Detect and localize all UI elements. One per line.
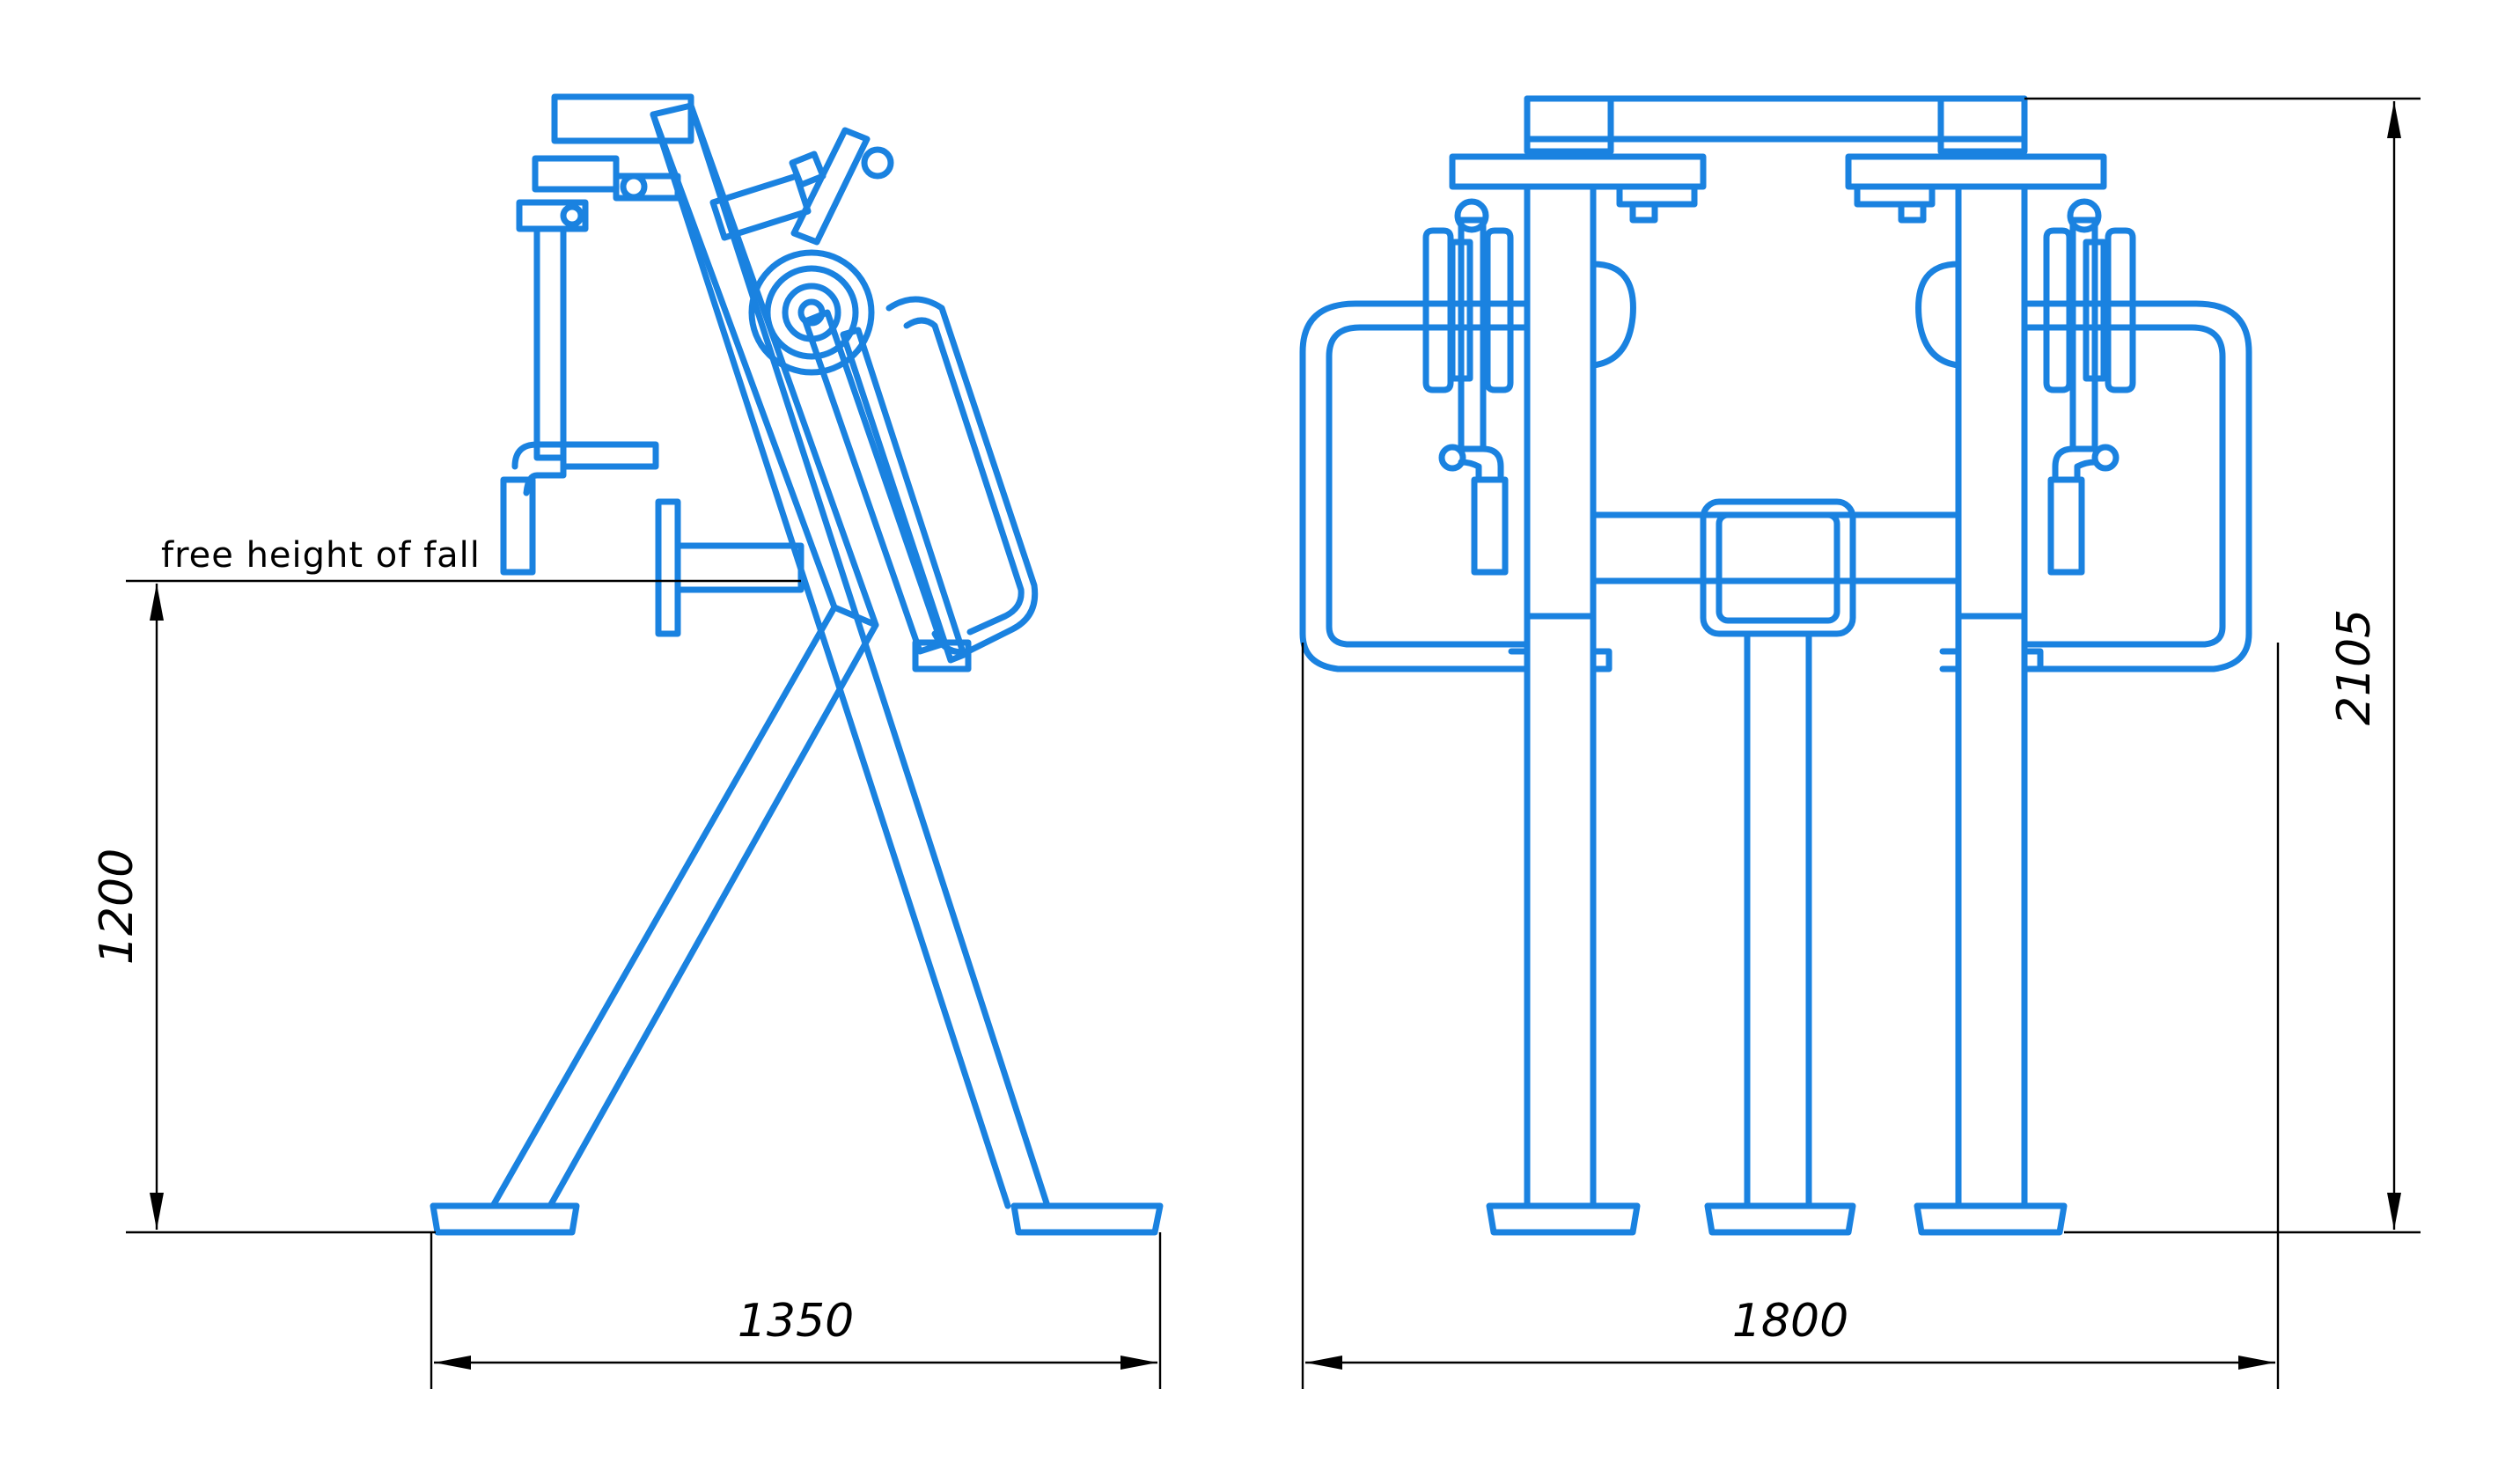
side-view: [430, 93, 1164, 1236]
side-lever-foot: [912, 639, 972, 672]
side-step-shaft: [674, 542, 804, 593]
dimensions: [126, 97, 2421, 1389]
front-bolt-right: [1898, 201, 1927, 224]
front-width-arrow-left: [1305, 1356, 1342, 1370]
total-height-arrow-bottom: [2387, 1193, 2401, 1230]
front-right-foot: [1914, 1202, 2068, 1236]
front-right-handle: [2047, 476, 2085, 576]
side-upper-arm-post: [790, 127, 871, 246]
free-height-value: 1200: [91, 849, 143, 965]
front-left-hoop: [1299, 300, 1531, 672]
side-step-plate: [655, 498, 681, 637]
free-height-arrow-top: [150, 584, 164, 621]
front-width-value: 1800: [1732, 1295, 1848, 1348]
side-top-bracket: [551, 93, 694, 144]
side-arm-clamp-pin: [560, 203, 584, 228]
side-back-pad-inner: [903, 317, 1025, 636]
front-crossbar-right-drop: [1854, 183, 1936, 208]
front-mid-crossbar: [1590, 511, 1962, 584]
side-swing-arm: [533, 225, 567, 461]
front-crossbar-left-drop: [1616, 183, 1698, 208]
front-crossbar-left: [1449, 153, 1707, 190]
front-left-knob: [1438, 444, 1466, 472]
front-right-pivot: [2067, 198, 2102, 233]
front-left-arm-elbow: [1458, 445, 1504, 483]
total-height-value: 2105: [2328, 609, 2381, 725]
front-right-knob: [2091, 444, 2120, 472]
front-left-plate-1: [1422, 227, 1454, 393]
front-left-post: [1524, 183, 1597, 1209]
side-arm-pin: [620, 173, 648, 201]
free-height-label: free height of fall: [161, 535, 481, 576]
front-center-post: [1744, 630, 1812, 1209]
front-right-bracket: [1915, 261, 1962, 369]
front-seat-inner: [1716, 511, 1840, 624]
side-upper-pin: [861, 146, 894, 180]
side-arm-clamp: [516, 199, 589, 232]
free-height-arrow-bottom: [150, 1193, 164, 1230]
side-foot-peg: [560, 441, 659, 470]
front-seat-outer: [1700, 498, 1856, 637]
front-top-left-block: [1524, 95, 1614, 155]
side-width-arrow-right: [1120, 1356, 1157, 1370]
front-right-hoop: [2021, 300, 2252, 672]
front-left-hoop-inner: [1326, 324, 1531, 648]
front-bolt-left: [1629, 201, 1658, 224]
front-right-post: [1955, 183, 2028, 1209]
front-center-foot: [1704, 1202, 1856, 1236]
front-top-right-block: [1937, 95, 2028, 155]
front-left-bracket: [1590, 261, 1636, 369]
front-right-arm: [2069, 217, 2098, 452]
side-wheel-mid: [764, 265, 859, 360]
side-left-foot: [430, 1202, 580, 1236]
side-width-value: 1350: [738, 1295, 854, 1348]
front-right-plate-3: [2043, 227, 2073, 393]
side-handle-grip: [500, 476, 536, 576]
front-right-arm-elbow: [2052, 445, 2098, 483]
front-left-handle: [1471, 476, 1509, 576]
side-main-tube: [650, 102, 1051, 1209]
front-top-beam: [1524, 95, 2028, 143]
front-post-bolts: [1508, 648, 2044, 672]
front-right-hoop-inner: [2021, 324, 2226, 648]
front-view: [1299, 95, 2252, 1236]
front-left-plate-3: [1484, 227, 1514, 393]
front-right-plate-1: [2105, 227, 2136, 393]
front-width-arrow-right: [2238, 1356, 2275, 1370]
side-wheel-outer: [748, 249, 875, 376]
side-upper-block: [789, 151, 827, 188]
front-crossbar-right: [1845, 153, 2107, 190]
front-left-foot: [1486, 1202, 1641, 1236]
side-back-pad: [885, 296, 1039, 656]
side-right-foot: [1010, 1202, 1164, 1236]
front-left-pivot: [1454, 198, 1489, 233]
side-arm-bracket: [532, 155, 620, 193]
side-front-leg: [489, 604, 879, 1209]
total-height-arrow-top: [2387, 101, 2401, 138]
side-arm-bracket-2: [613, 173, 681, 202]
side-width-arrow-left: [434, 1356, 471, 1370]
